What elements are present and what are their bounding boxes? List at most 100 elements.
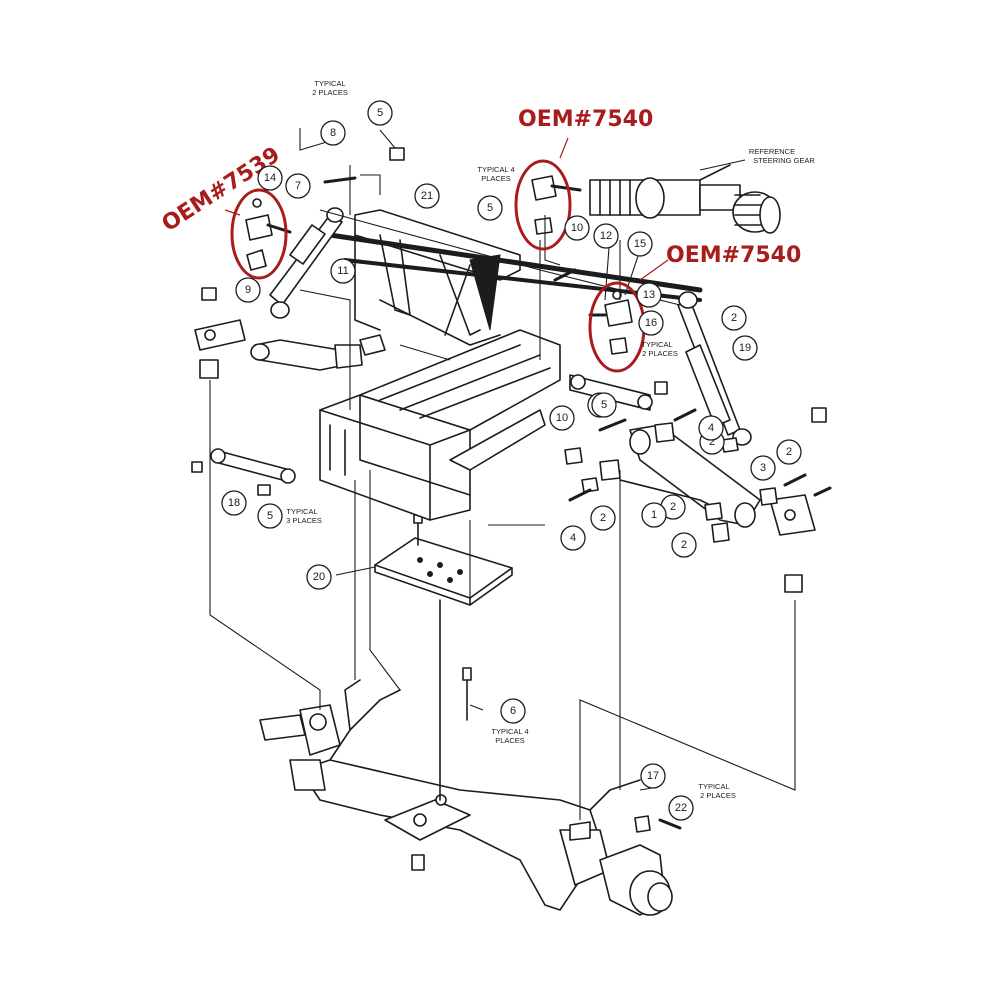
callout-5-16: 5 <box>591 392 617 418</box>
callout-number: 2 <box>786 446 792 458</box>
callout-number: 3 <box>760 462 766 474</box>
callout-circle <box>776 439 802 465</box>
callout-8-2: 8 <box>320 120 346 146</box>
callout-number: 18 <box>228 497 240 509</box>
callout-4-19: 4 <box>698 415 724 441</box>
callout-number: 5 <box>487 202 493 214</box>
callout-12-7: 12 <box>593 223 619 249</box>
callout-circle <box>549 405 575 431</box>
svg-text:TYPICAL: TYPICAL <box>286 507 317 516</box>
callout-circle <box>257 503 283 529</box>
callout-circle <box>330 258 356 284</box>
note-typical-2-places-top: TYPICAL 2 PLACES <box>312 79 348 97</box>
callout-number: 2 <box>681 539 687 551</box>
oem-ring-top <box>514 159 572 251</box>
callout-number: 20 <box>313 571 325 583</box>
left-lower-arm <box>194 287 386 379</box>
callout-5-5: 5 <box>477 195 503 221</box>
callout-circle <box>367 100 393 126</box>
frame-crossmember <box>319 329 561 521</box>
callout-21-4: 21 <box>414 183 440 209</box>
callout-number: 1 <box>651 509 657 521</box>
callout-3-21: 3 <box>750 455 776 481</box>
callout-5-28: 5 <box>257 503 283 529</box>
long-bolt <box>439 599 472 801</box>
ball-joint-left <box>245 198 292 271</box>
callout-number: 12 <box>600 230 612 242</box>
callout-number: 2 <box>709 436 715 448</box>
callout-1-23: 1 <box>641 502 667 528</box>
svg-text:STEERING GEAR: STEERING GEAR <box>753 156 815 165</box>
oem-highlights <box>224 137 669 373</box>
callout-number: 5 <box>601 399 607 411</box>
svg-text:TYPICAL 4: TYPICAL 4 <box>477 165 514 174</box>
callout-number: 22 <box>675 802 687 814</box>
note-typical-2-places-right: TYPICAL 2 PLACES <box>641 340 678 358</box>
callout-number: 11 <box>337 265 348 277</box>
right-lower-arm <box>619 407 827 593</box>
callout-circle <box>593 223 619 249</box>
callout-circle <box>698 415 724 441</box>
callout-number: 6 <box>510 705 516 717</box>
callout-circle <box>590 505 616 531</box>
callout-circle <box>732 335 758 361</box>
right-shock-absorber <box>677 291 752 446</box>
callout-circle <box>564 215 590 241</box>
oem-label-right: OEM#7540 <box>666 243 801 268</box>
callout-circle <box>721 305 747 331</box>
svg-text:PLACES: PLACES <box>495 736 525 745</box>
callout-number: 2 <box>731 312 737 324</box>
callout-2-14: 2 <box>721 305 747 331</box>
svg-text:2 PLACES: 2 PLACES <box>312 88 348 97</box>
callout-number: 5 <box>377 107 383 119</box>
callout-15-8: 15 <box>627 231 653 257</box>
svg-text:2 PLACES: 2 PLACES <box>700 791 736 800</box>
callout-number: 8 <box>330 127 336 139</box>
callout-circle <box>750 455 776 481</box>
center-plate-lower <box>384 794 471 871</box>
callout-9-12: 9 <box>235 277 261 303</box>
callout-20-29: 20 <box>306 564 332 590</box>
callout-4-25: 4 <box>560 525 586 551</box>
right-upper-link <box>569 374 668 411</box>
oem-label-top: OEM#7540 <box>518 107 653 132</box>
upper-bracket <box>354 209 521 346</box>
svg-text:3 PLACES: 3 PLACES <box>286 516 322 525</box>
callout-19-15: 19 <box>732 335 758 361</box>
callout-number: 10 <box>556 412 568 424</box>
callout-number: 16 <box>645 317 657 329</box>
callout-2-26: 2 <box>671 532 697 558</box>
callout-number: 4 <box>570 532 576 544</box>
callout-7-1: 7 <box>285 173 311 199</box>
callout-number: 2 <box>670 501 676 513</box>
svg-text:TYPICAL: TYPICAL <box>698 782 729 791</box>
callout-bubbles: 1478521510121513161195219510242321242185… <box>221 100 802 821</box>
callout-number: 19 <box>739 342 751 354</box>
oem-ring-left <box>230 188 288 280</box>
callout-circle <box>320 120 346 146</box>
callout-circle <box>306 564 332 590</box>
callout-number: 14 <box>264 172 276 184</box>
callout-circle <box>591 392 617 418</box>
callout-10-6: 10 <box>564 215 590 241</box>
callout-number: 10 <box>571 222 583 234</box>
note-reference-steering-gear: REFERENCE STEERING GEAR <box>749 147 816 165</box>
note-typical-3-places: TYPICAL 3 PLACES <box>286 507 322 525</box>
callout-14-0: 14 <box>257 165 283 191</box>
svg-text:REFERENCE: REFERENCE <box>749 147 795 156</box>
callout-number: 15 <box>634 238 646 250</box>
callout-circle <box>640 763 666 789</box>
callout-number: 5 <box>267 510 273 522</box>
callout-17-31: 17 <box>640 763 666 789</box>
ball-joint-right <box>588 290 633 355</box>
mounting-plate <box>374 514 513 606</box>
note-typical-2-places-bottom: TYPICAL 2 PLACES <box>698 782 736 800</box>
callout-number: 13 <box>643 289 655 301</box>
svg-text:TYPICAL 4: TYPICAL 4 <box>491 727 528 736</box>
callout-number: 9 <box>245 284 251 296</box>
callout-circle <box>477 195 503 221</box>
callout-6-30: 6 <box>500 698 526 724</box>
left-link-arm <box>191 448 296 496</box>
right-spindle <box>559 779 673 916</box>
